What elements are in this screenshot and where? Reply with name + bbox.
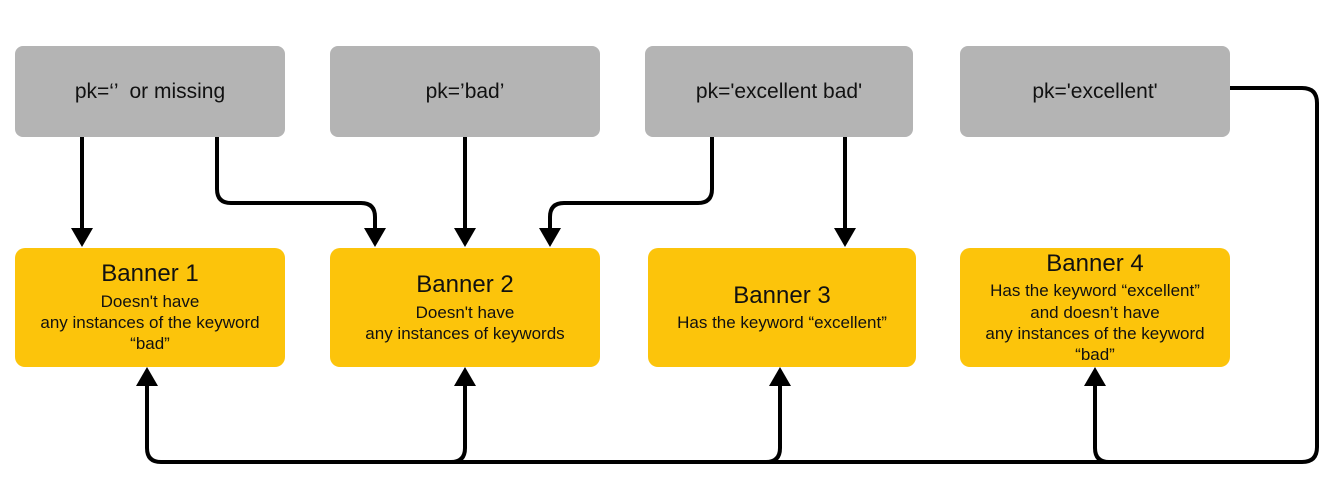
connector-trunk-banner2 [450, 385, 467, 464]
banner-description-line: any instances of the keyword “bad” [985, 323, 1205, 365]
banner-2-node: Banner 2 Doesn't have any instances of k… [330, 248, 600, 367]
connector-trunk-banner4 [1093, 385, 1110, 464]
arrowhead-up-banner3 [769, 367, 791, 386]
condition-label: pk='excellent bad' [695, 79, 863, 103]
banner-description-line: Has the keyword “excellent” [990, 281, 1200, 301]
banner-description-line: Doesn't have [415, 302, 515, 322]
arrowhead-down-banner3 [834, 228, 856, 247]
banner-title: Banner 1 [101, 260, 199, 288]
condition-label: pk=‘’ or missing [74, 79, 226, 103]
connector-trunk-banner3 [765, 385, 782, 464]
banner-title: Banner 4 [1046, 249, 1144, 277]
arrowhead-up-banner2 [454, 367, 476, 386]
arrowhead-up-banner4 [1084, 367, 1106, 386]
condition-label: pk=’bad’ [425, 79, 505, 103]
arrowhead-down-banner2-left [364, 228, 386, 247]
connector-cond1-banner2 [215, 137, 377, 229]
banner-title: Banner 3 [733, 281, 831, 309]
banner-description-line: any instances of keywords [365, 323, 565, 343]
arrowhead-down-banner2-center [454, 228, 476, 247]
condition-node-pk-bad: pk=’bad’ [330, 46, 600, 137]
connector-cond3-banner2 [548, 137, 714, 229]
banner-description-line: Doesn't have [100, 291, 200, 311]
banner-4-node: Banner 4 Has the keyword “excellent” and… [960, 248, 1230, 367]
banner-3-node: Banner 3 Has the keyword “excellent” [648, 248, 916, 367]
banner-1-node: Banner 1 Doesn't have any instances of t… [15, 248, 285, 367]
banner-description-line: any instances of the keyword “bad” [40, 313, 260, 354]
condition-node-pk-excellent: pk='excellent' [960, 46, 1230, 137]
arrowhead-down-banner2-right [539, 228, 561, 247]
banner-description-line: Has the keyword “excellent” [677, 313, 887, 333]
connector-cond4-trunk [145, 86, 1319, 464]
condition-node-pk-excellent-bad: pk='excellent bad' [645, 46, 913, 137]
banner-description-line: and doesn’t have [1030, 302, 1160, 322]
banner-title: Banner 2 [416, 270, 514, 298]
arrowhead-down-banner1 [71, 228, 93, 247]
condition-label: pk='excellent' [1032, 79, 1158, 103]
condition-node-pk-empty-or-missing: pk=‘’ or missing [15, 46, 285, 137]
arrowhead-up-banner1 [136, 367, 158, 386]
